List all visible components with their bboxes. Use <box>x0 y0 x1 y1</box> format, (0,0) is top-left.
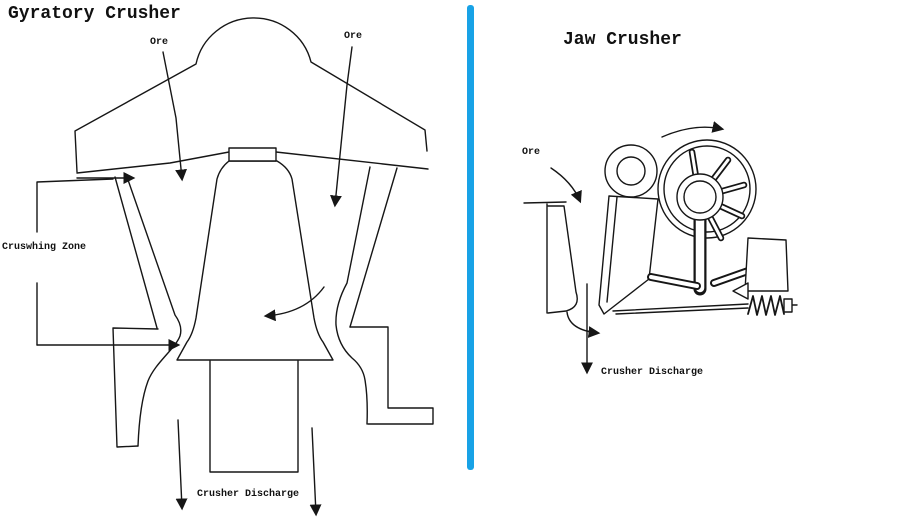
gyratory-ore-right-label: Ore <box>344 31 363 42</box>
gyration-rotation-arrow <box>263 286 325 322</box>
jaw-ore-label: Ore <box>522 147 541 158</box>
ore-left-arrow <box>162 51 187 182</box>
gyratory-ore-left-label: Ore <box>150 37 169 48</box>
toggle-plate-right-core <box>712 269 750 285</box>
gyratory-right-wall-outer <box>349 167 398 328</box>
toggle-plate-left-core <box>649 275 699 288</box>
gyratory-rim-right <box>275 151 429 170</box>
gyratory-left-wall-outer <box>114 176 158 329</box>
jaw-discharge-label: Crusher Discharge <box>601 367 704 378</box>
gyratory-left-wall-inner-and-leg <box>126 176 182 447</box>
fixed-jaw-top-edge <box>523 201 567 204</box>
jaw-crusher-diagram <box>523 121 798 375</box>
gyratory-feed-box <box>228 147 277 162</box>
eccentric-bearing-inner <box>616 156 646 186</box>
gyratory-discharge-arrow-left <box>175 419 188 511</box>
swing-jaw-arm-inner-edge <box>606 196 618 303</box>
jaw-ore-arrow <box>550 167 582 204</box>
ore-right-arrow <box>330 46 353 208</box>
crushing-zone-bracket <box>36 178 114 346</box>
gyratory-crusher-diagram <box>36 17 434 517</box>
gyratory-left-step-and-foot <box>112 327 159 448</box>
gyratory-crusher-title: Gyratory Crusher <box>8 4 181 24</box>
toggle-block-flap <box>732 282 749 300</box>
spring-end-cap <box>783 298 798 313</box>
gyratory-mantle-cone <box>176 160 334 361</box>
gyratory-discharge-label: Crusher Discharge <box>197 489 300 500</box>
gyratory-casing-outline <box>74 17 428 173</box>
flywheel-hub-inner <box>683 180 717 214</box>
gyratory-rim-left <box>76 151 230 174</box>
gyratory-main-shaft <box>209 360 299 473</box>
gyratory-right-step-bracket <box>349 326 434 425</box>
flywheel-rim-inner <box>663 145 751 233</box>
tension-rod <box>612 303 749 315</box>
flywheel-spokes-core <box>690 150 746 240</box>
gyratory-discharge-arrow-right <box>309 427 322 517</box>
section-divider-line <box>467 5 474 470</box>
fixed-jaw-plate <box>547 205 578 314</box>
crushing-zone-label: Cruswhing Zone <box>2 242 87 253</box>
toggle-block <box>744 237 789 292</box>
flywheel-rotation-arrow <box>661 121 725 138</box>
tension-spring <box>747 295 785 316</box>
jaw-swing-arrow <box>566 311 601 338</box>
gyratory-right-wall-inner-hook <box>335 166 371 425</box>
jaw-crusher-title: Jaw Crusher <box>563 30 682 50</box>
